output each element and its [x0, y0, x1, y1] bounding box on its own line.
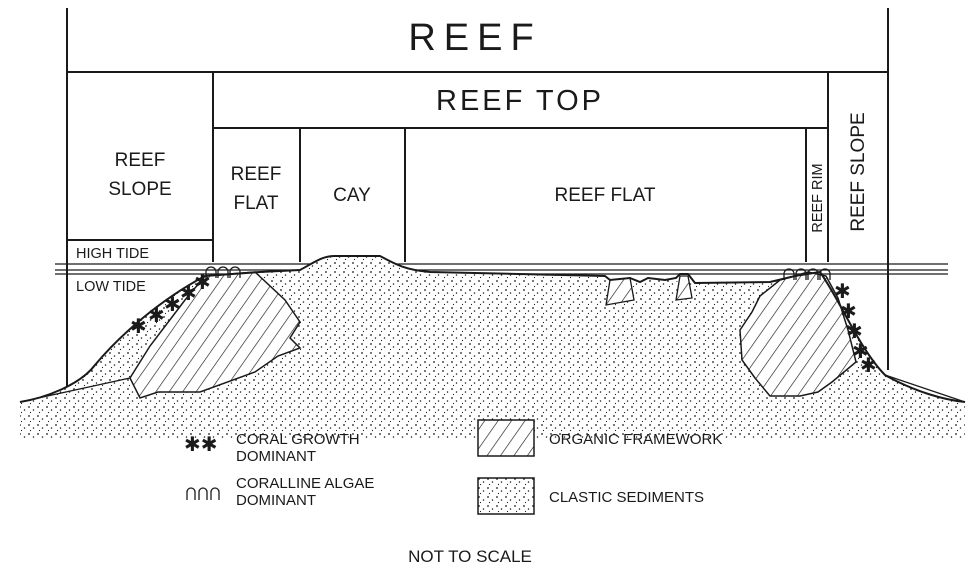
svg-text:✱: ✱: [840, 301, 857, 323]
legend-coral-label-line1: CORAL GROWTH: [236, 431, 360, 448]
legend-clastic-swatch: [478, 478, 534, 514]
reef-top-title: REEF TOP: [436, 85, 604, 117]
reef-profile: [20, 256, 965, 438]
svg-text:✱: ✱: [846, 321, 863, 343]
svg-text:✱: ✱: [164, 294, 181, 316]
low-tide-label: LOW TIDE: [76, 279, 146, 295]
zone-reef-slope-right: REEF SLOPE: [848, 112, 869, 231]
legend-coral-symbol: ✱✱: [184, 434, 218, 456]
high-tide-label: HIGH TIDE: [76, 246, 149, 262]
not-to-scale-note: NOT TO SCALE: [408, 547, 532, 566]
legend-algae-label-line2: DOMINANT: [236, 492, 316, 509]
reef-title: REEF: [408, 17, 541, 59]
svg-text:✱: ✱: [194, 272, 211, 294]
patch-reef-knob-1: [606, 278, 634, 305]
zone-reef-rim: REEF RIM: [810, 163, 826, 232]
svg-text:✱: ✱: [860, 355, 877, 377]
zone-reef-slope-left-line1: REEF: [115, 150, 166, 171]
svg-text:✱: ✱: [148, 305, 165, 327]
legend-clastic-label: CLASTIC SEDIMENTS: [549, 489, 704, 506]
legend-algae-label-line1: CORALLINE ALGAE: [236, 475, 374, 492]
legend-organic-label: ORGANIC FRAMEWORK: [549, 431, 722, 448]
legend-algae-symbol: [187, 488, 219, 500]
legend-organic-swatch: [478, 420, 534, 456]
zone-cay: CAY: [333, 185, 371, 206]
zone-reef-flat-left-line2: FLAT: [233, 193, 278, 214]
zone-reef-flat-center: REEF FLAT: [555, 185, 656, 206]
zone-reef-flat-left-line1: REEF: [231, 164, 282, 185]
legend-coral-label-line2: DOMINANT: [236, 448, 316, 465]
svg-text:✱: ✱: [834, 281, 851, 303]
patch-reef-knob-2: [676, 276, 692, 300]
svg-text:✱: ✱: [130, 316, 147, 338]
zone-reef-slope-left-line2: SLOPE: [108, 179, 171, 200]
